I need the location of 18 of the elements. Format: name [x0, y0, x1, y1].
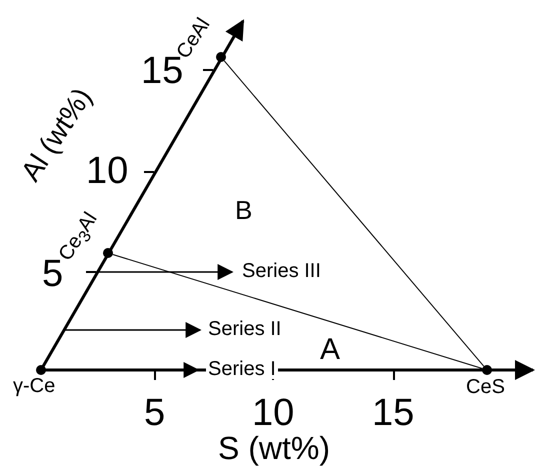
tie-line [224, 60, 484, 367]
point-label: γ-Ce [13, 376, 56, 396]
series-label: Series III [242, 261, 321, 281]
point-marker [216, 52, 226, 62]
point-marker [36, 365, 46, 375]
tick-label: 10 [252, 394, 294, 432]
region-label: A [320, 335, 340, 365]
series-label: Series II [208, 319, 282, 339]
tick-label: 5 [144, 394, 166, 432]
region-label: B [235, 197, 252, 223]
point-marker [103, 248, 113, 258]
tie-line [112, 254, 483, 370]
tick-label: 10 [86, 152, 128, 190]
series-label: Series I [206, 359, 278, 379]
point-label: CeS [466, 377, 505, 397]
axis-title: S (wt%) [218, 432, 330, 464]
tick-label: 15 [372, 394, 414, 432]
point-marker [482, 365, 492, 375]
